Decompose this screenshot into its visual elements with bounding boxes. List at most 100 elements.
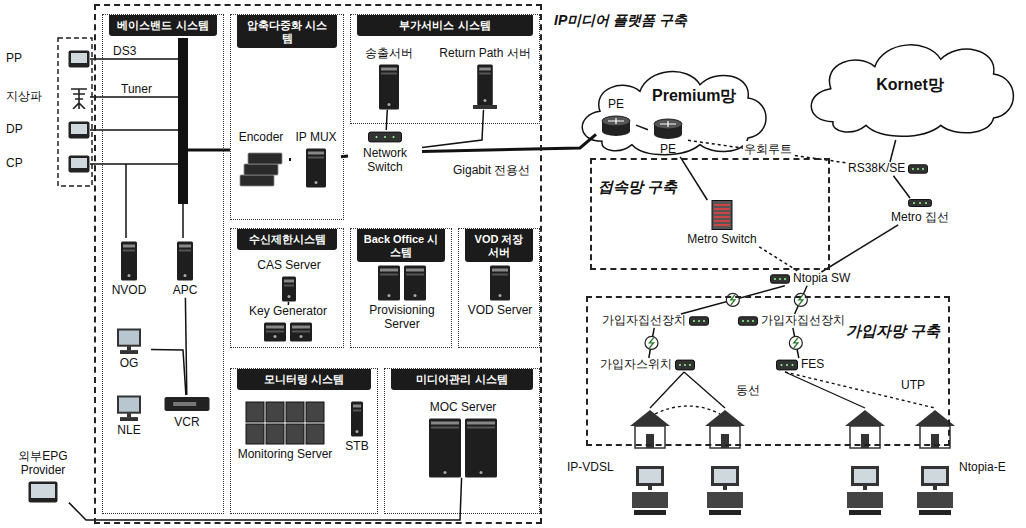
wire <box>90 58 178 60</box>
node-label: IP미디어 플랫폼 구축 <box>554 12 687 30</box>
node-label: 가입자스위치 <box>600 358 672 372</box>
connector <box>636 125 648 130</box>
device-node: OG <box>107 328 151 371</box>
edge-label: 우회루트 <box>743 141 793 158</box>
node-label: PE <box>608 98 624 112</box>
device-node: RS38K/SE <box>848 162 928 176</box>
device-icon <box>28 481 58 503</box>
node-label: 압축다중화 시스템 <box>237 15 337 48</box>
free-label: Ntopia-E <box>958 460 1007 474</box>
node-label: Network Switch <box>348 147 422 175</box>
device-icon <box>164 395 210 413</box>
node-label: VOD 저장서버 <box>465 229 533 262</box>
router-bar <box>178 38 188 204</box>
system-box: VOD 저장서버VOD Server <box>458 228 540 348</box>
device-icon <box>263 322 313 342</box>
device-node: 가입자집선장치 <box>602 314 709 328</box>
link-symbol <box>789 336 802 349</box>
node-label: Encoder <box>239 131 284 145</box>
device-node: 가입자스위치 <box>600 358 695 372</box>
wire <box>182 204 184 238</box>
device-node: NVOD <box>107 241 151 298</box>
system-box: 수신제한시스템CAS ServerKey Generator <box>230 228 344 348</box>
house <box>845 410 885 448</box>
device-icon <box>653 118 683 140</box>
house <box>705 410 745 448</box>
device-icon <box>472 64 498 110</box>
node-label: PE <box>660 143 676 157</box>
node-label: CP <box>6 157 23 171</box>
houses <box>630 410 955 448</box>
computer <box>847 466 883 515</box>
computer <box>632 466 668 515</box>
device-icon <box>711 200 733 230</box>
connector <box>821 225 898 272</box>
platform-region: IP미디어 플랫폼 구축베이스밴드 시스템NVODAPCOGNLEVCR압축다중… <box>94 4 542 524</box>
free-label: Tuner <box>120 82 153 96</box>
node-label: MOC Server <box>430 401 497 415</box>
node-label: Provisioning Server <box>353 304 451 332</box>
node-label: FES <box>801 358 824 372</box>
device-node: Network Switch <box>348 130 422 175</box>
node-label: 송출서버 <box>365 47 413 61</box>
node-label: STB <box>345 440 368 454</box>
device-node: 송출서버 <box>363 47 415 110</box>
device-icon <box>377 265 427 301</box>
device-icon <box>114 328 144 354</box>
device-icon <box>68 155 90 173</box>
connector <box>681 286 785 314</box>
node-label: OG <box>120 357 139 371</box>
node-label: Return Path 서버 <box>439 47 530 61</box>
wire <box>90 96 178 98</box>
device-node: Encoder <box>233 131 289 188</box>
free-label: IP-VDSL <box>566 460 615 474</box>
device-icon <box>68 85 90 109</box>
source-node: CP <box>6 149 90 179</box>
device-node: FES <box>776 358 824 372</box>
node-label: 가입자망 구축 <box>846 322 940 341</box>
node-label: 베이스밴드 시스템 <box>109 15 217 36</box>
device-icon <box>120 241 138 281</box>
device-node: STB <box>339 401 375 454</box>
connector <box>386 110 387 130</box>
wire <box>785 372 865 408</box>
device-node: IP MUX <box>291 131 341 188</box>
node-label: CAS Server <box>257 259 320 273</box>
node-label: 가입자집선장치 <box>761 314 845 328</box>
system-box: 모니터링 시스템Monitoring ServerSTB <box>230 368 378 514</box>
free-label: DS3 <box>112 44 137 58</box>
node-label: 가입자집선장치 <box>602 314 686 328</box>
wire <box>125 164 127 238</box>
utp-wire <box>785 372 935 408</box>
device-icon <box>689 315 709 327</box>
node-label: Key Generator <box>249 305 327 319</box>
device-icon <box>114 395 144 421</box>
house <box>630 410 670 448</box>
device-node: Return Path 서버 <box>433 47 537 110</box>
device-node: VCR <box>159 395 215 430</box>
device-icon <box>675 358 695 372</box>
node-label: PP <box>6 52 22 66</box>
device-icon <box>245 401 325 445</box>
device-node: 외부EPG Provider <box>2 450 84 503</box>
device-icon <box>489 265 511 301</box>
connector <box>151 350 186 395</box>
device-node: Ntopia SW <box>770 272 850 286</box>
node-label: 접속망 구축 <box>598 178 677 197</box>
node-label: NVOD <box>112 284 147 298</box>
device-icon <box>428 418 498 478</box>
device-node: Key Generator <box>235 305 341 342</box>
subscriber-wires <box>650 372 935 414</box>
free-label: 동선 <box>735 382 761 399</box>
source-node: PP <box>6 44 90 74</box>
device-icon <box>176 241 194 281</box>
copper-wire <box>655 406 720 414</box>
wire <box>90 163 178 165</box>
source-bracket <box>58 38 92 186</box>
connector <box>341 155 348 159</box>
device-icon <box>68 50 90 68</box>
device-icon <box>908 163 928 175</box>
system-box: 부가서비스 시스템송출서버Return Path 서버 <box>350 14 540 124</box>
link-symbol <box>645 336 658 349</box>
